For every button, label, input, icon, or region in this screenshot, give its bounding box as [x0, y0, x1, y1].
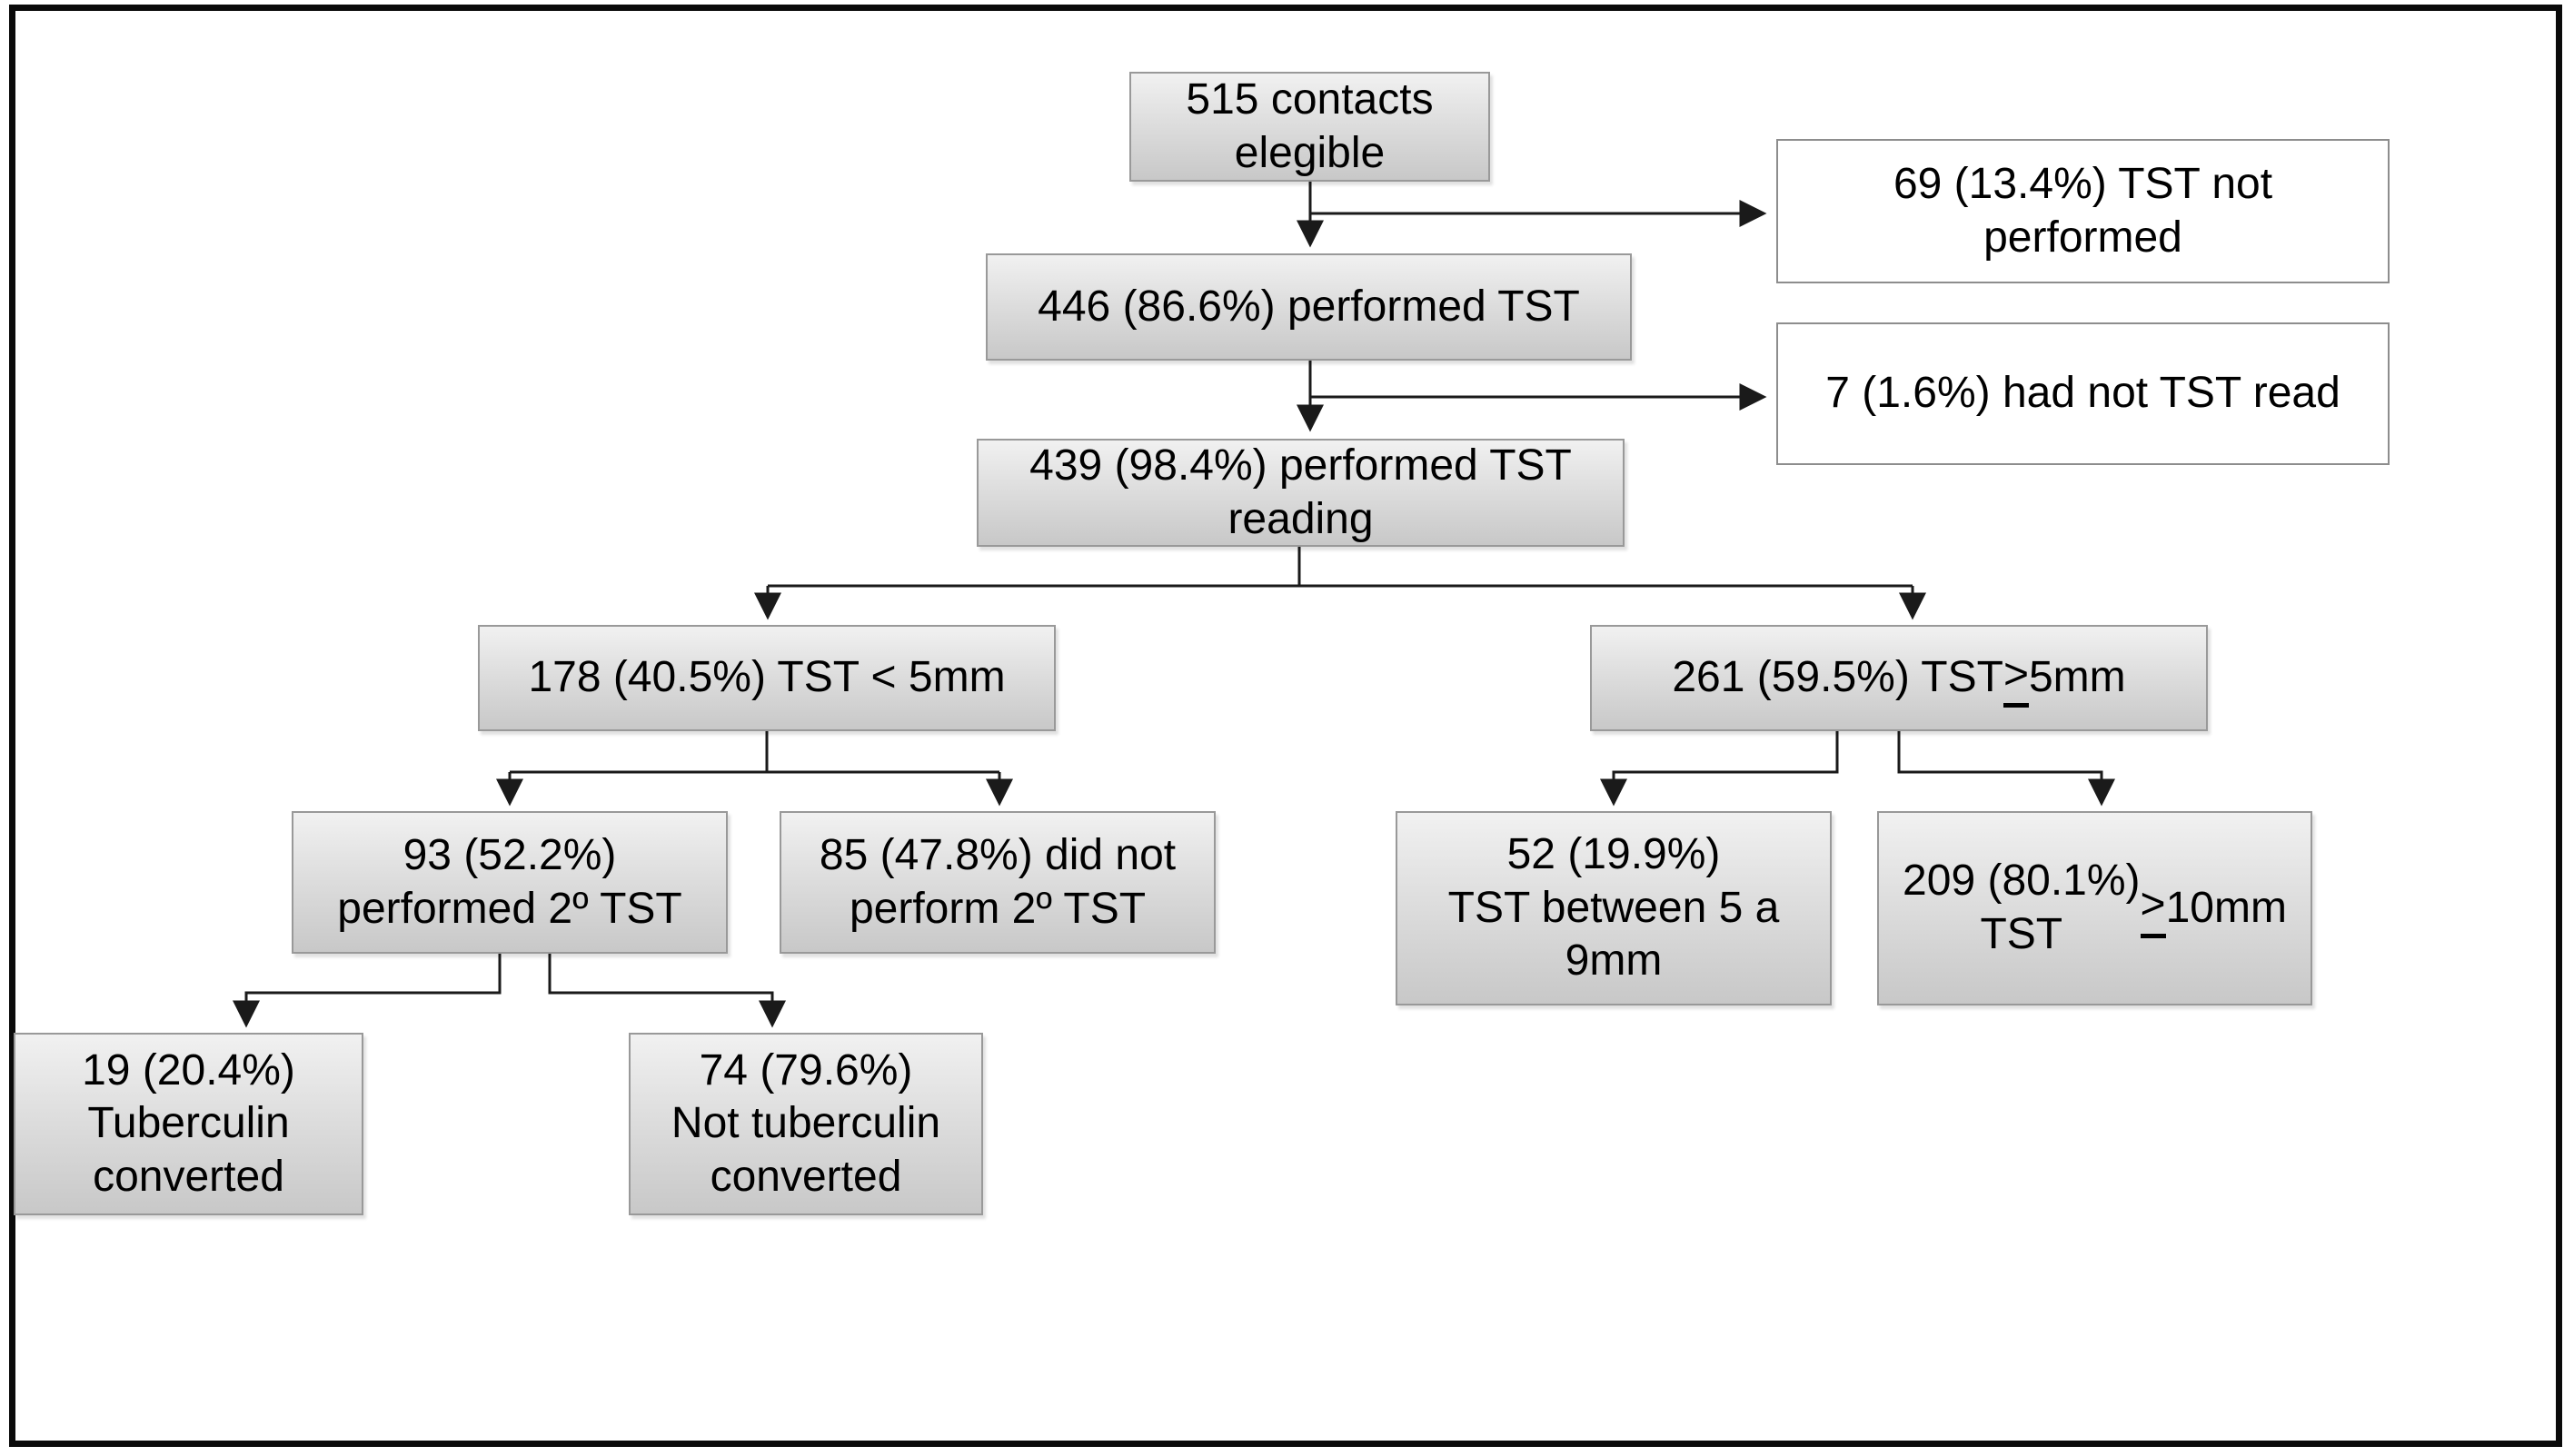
node-tst-ge-10mm: 209 (80.1%)TST > 10mm: [1877, 811, 2312, 1005]
connector-lt5-split: [510, 731, 999, 774]
node-tst-lt-5mm: 178 (40.5%) TST < 5mm: [478, 625, 1056, 731]
node-performed-tst: 446 (86.6%) performed TST: [986, 253, 1632, 361]
connector-to-5-9mm: [1600, 731, 1839, 807]
connector-to-not-converted: [548, 954, 786, 1028]
node-tst-not-read: 7 (1.6%) had not TST read: [1776, 322, 2390, 465]
node-performed-2nd-tst: 93 (52.2%)performed 2º TST: [292, 811, 728, 954]
node-tst-ge-5mm: 261 (59.5%) TST > 5mm: [1590, 625, 2208, 731]
connector-to-converted: [233, 954, 502, 1028]
connector-to-ge10mm: [1897, 731, 2115, 807]
connector-reading-split: [768, 547, 1913, 588]
